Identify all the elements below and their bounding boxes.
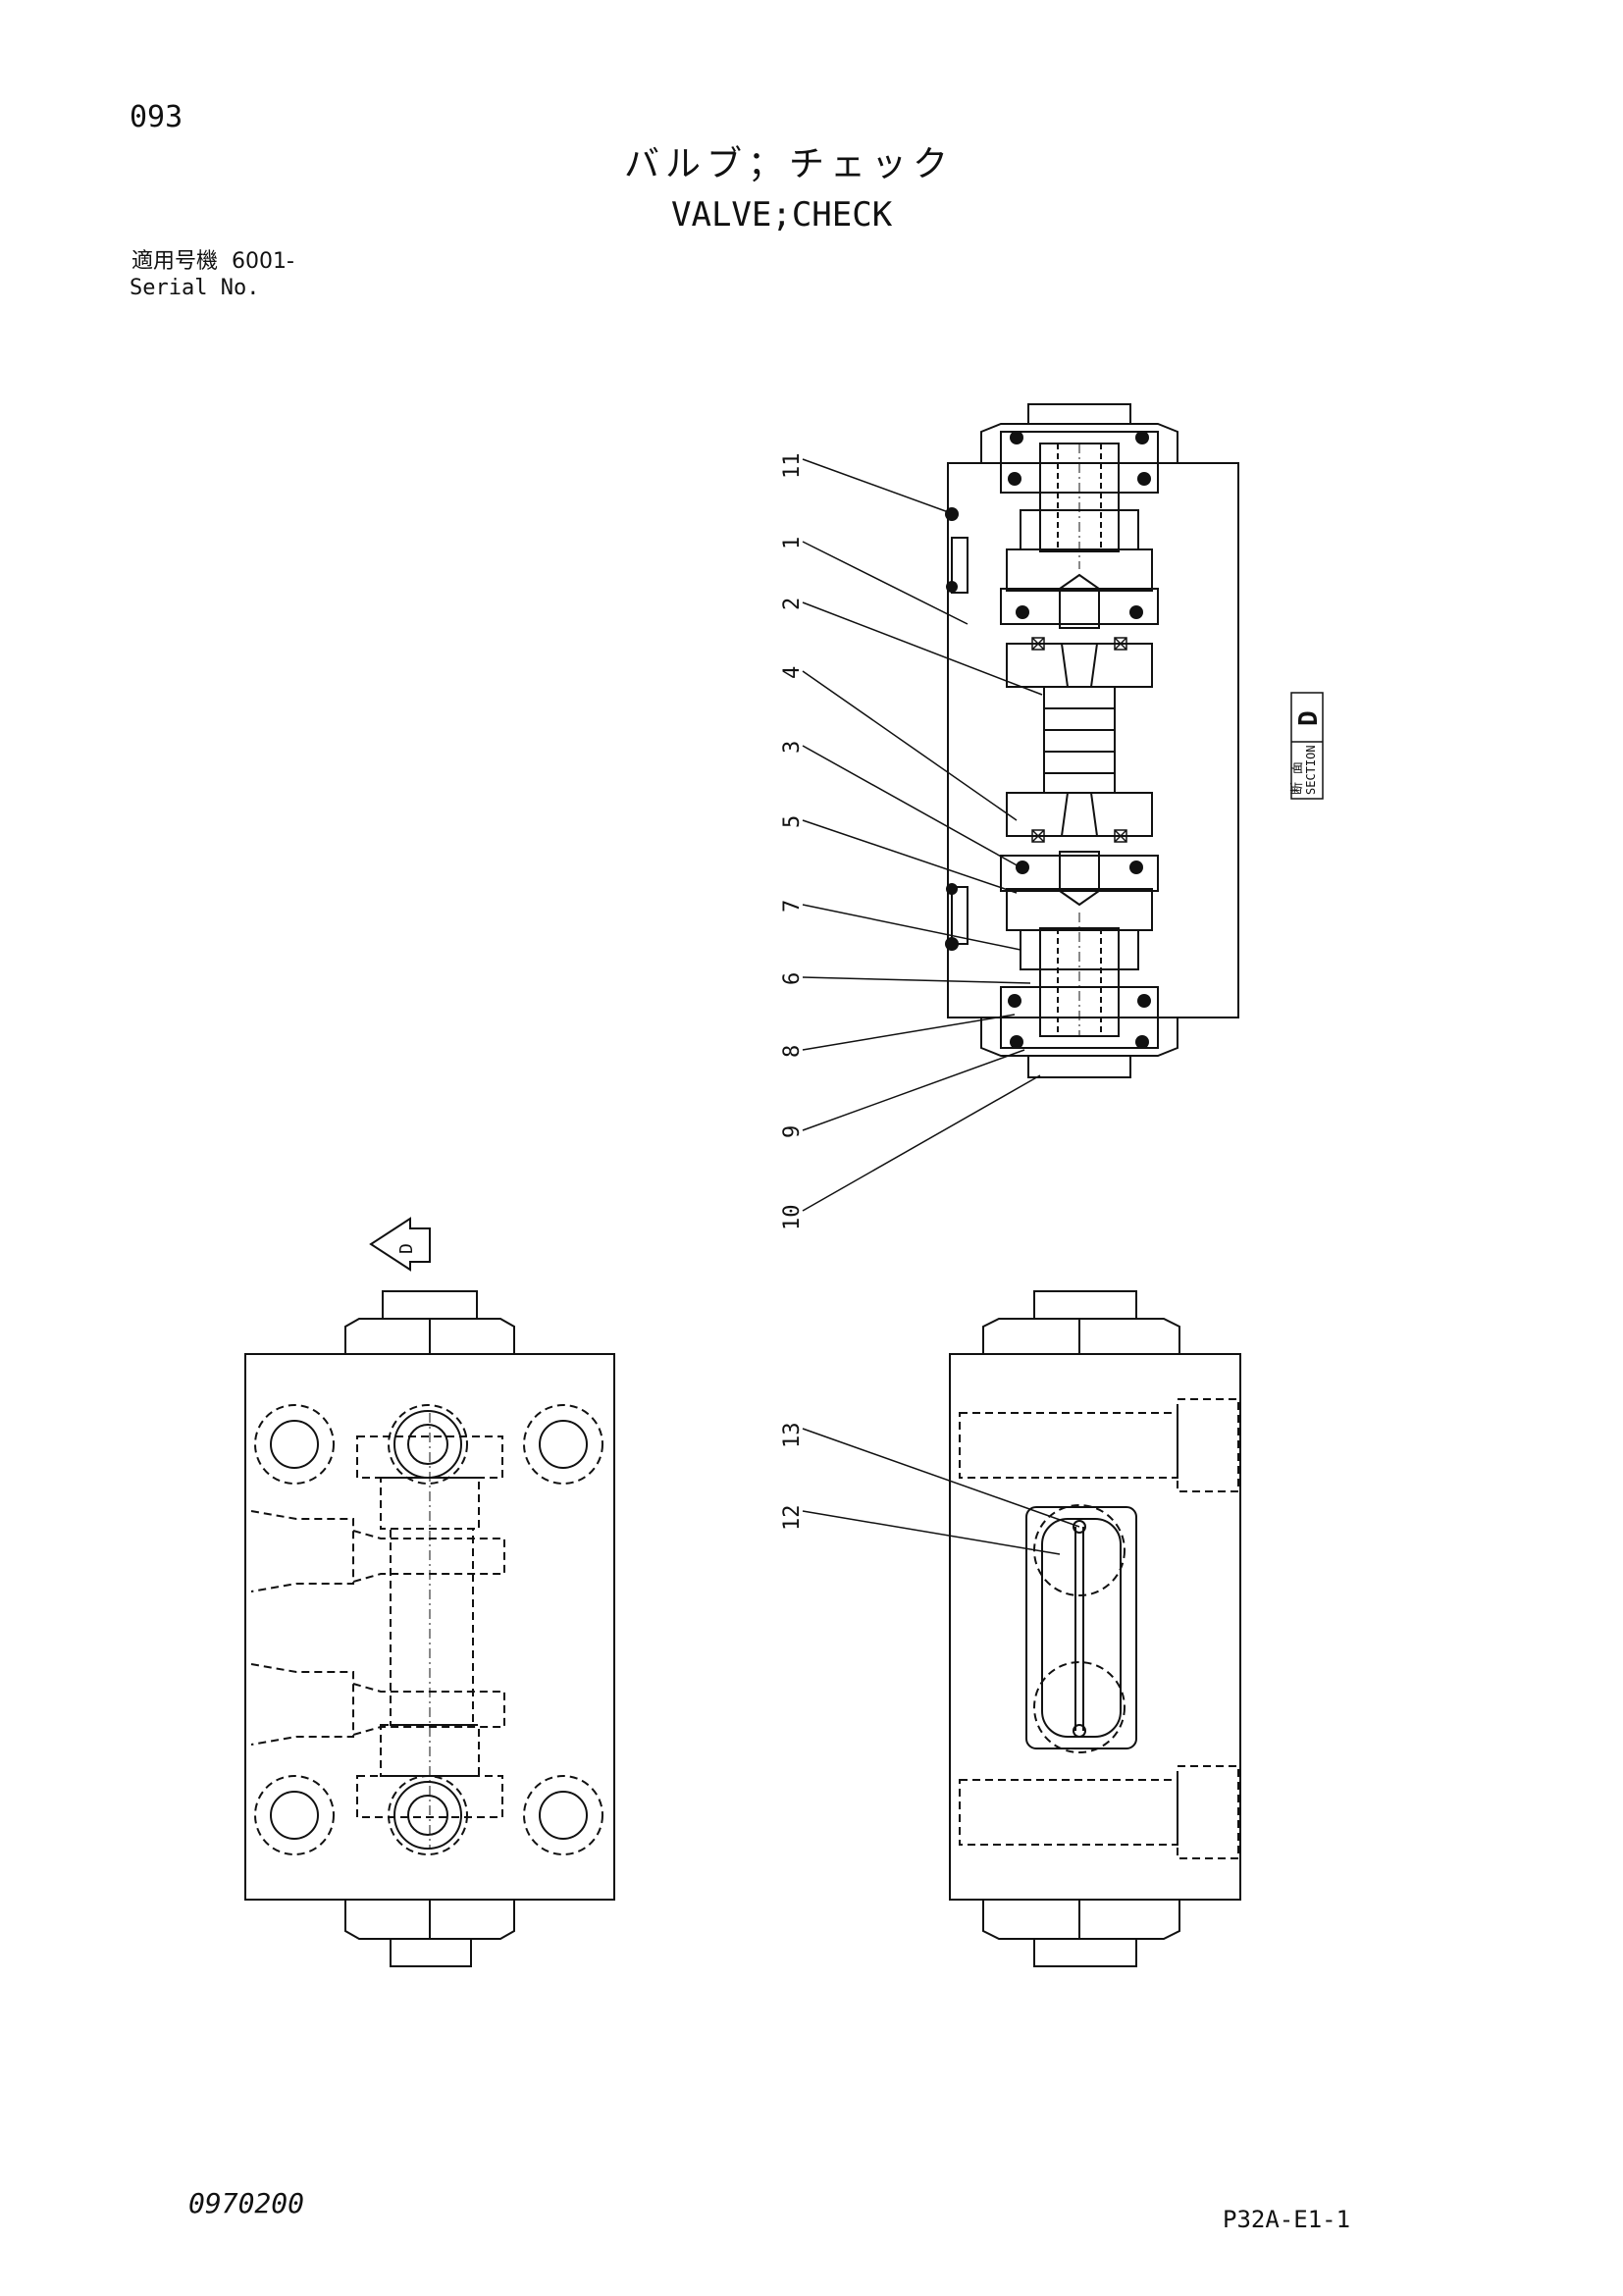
section-label-jp: 断 面 bbox=[1290, 761, 1305, 795]
section-marker bbox=[1290, 692, 1324, 800]
callout-label: 3 bbox=[780, 741, 805, 754]
callout-label: 2 bbox=[780, 598, 805, 610]
serial-label-jp-text: 適用号機 bbox=[131, 249, 219, 274]
serial-label-jp: 適用号機 6001- bbox=[131, 251, 294, 273]
callout-label: 13 bbox=[780, 1423, 805, 1449]
callout-label: 12 bbox=[780, 1505, 805, 1532]
front-view bbox=[949, 1290, 1241, 1967]
callout-label: 11 bbox=[780, 453, 805, 480]
page-reference: P32A-E1-1 bbox=[1223, 2206, 1351, 2233]
callout-labels: 11 1 2 4 3 5 7 6 8 9 10 13 12 bbox=[780, 453, 805, 1532]
callout-label: 10 bbox=[780, 1205, 805, 1231]
title-english: VALVE;CHECK bbox=[671, 195, 893, 235]
view-arrow bbox=[369, 1217, 431, 1272]
callout-label: 7 bbox=[780, 900, 805, 913]
section-view bbox=[945, 403, 1239, 1078]
section-label-en: SECTION bbox=[1304, 745, 1318, 795]
callout-label: 4 bbox=[780, 666, 805, 679]
section-marker-text: D SECTION 断 面 bbox=[1290, 710, 1324, 795]
view-arrow-letter: D bbox=[396, 1243, 417, 1254]
callout-label: 6 bbox=[780, 972, 805, 985]
title-japanese: バルブ；チェック bbox=[624, 144, 955, 184]
document-code: 0970200 bbox=[188, 2187, 305, 2219]
callout-label: 8 bbox=[780, 1045, 805, 1058]
serial-value: 6001- bbox=[232, 249, 294, 274]
page-number: 093 bbox=[130, 100, 183, 134]
callout-label: 5 bbox=[780, 815, 805, 828]
callout-label: 1 bbox=[780, 537, 805, 549]
callout-label: 9 bbox=[780, 1125, 805, 1138]
leader-lines bbox=[802, 458, 1080, 1555]
port-side-view bbox=[244, 1290, 615, 1967]
section-letter: D bbox=[1294, 710, 1324, 726]
serial-label-en: Serial No. bbox=[130, 276, 260, 300]
